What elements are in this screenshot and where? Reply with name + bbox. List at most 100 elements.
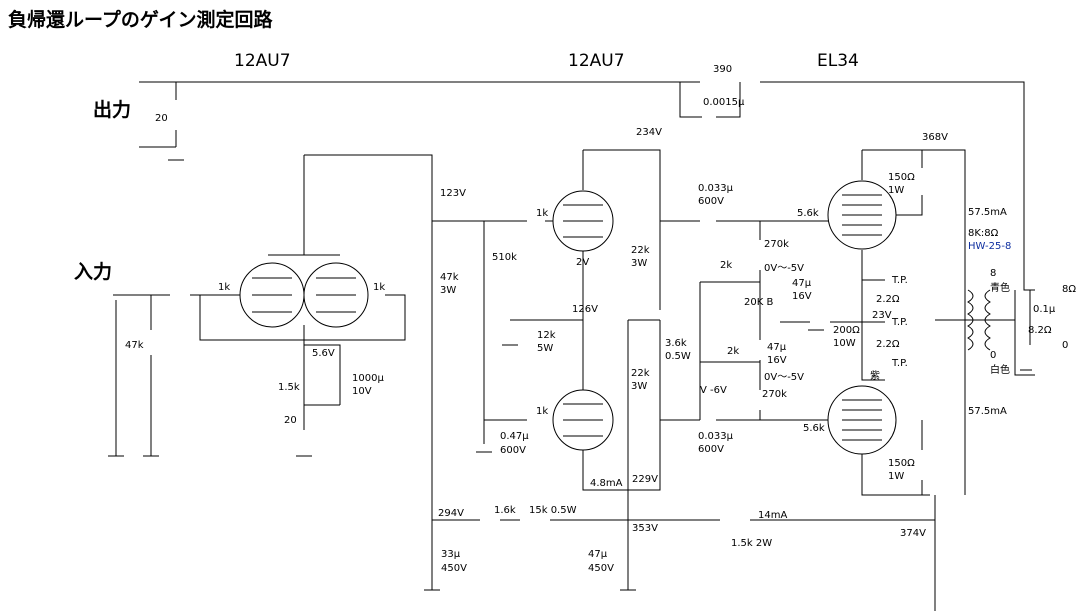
label-r150-b: 150Ω <box>888 458 915 469</box>
label-v23: 23V <box>872 310 892 321</box>
label-c47-b: 47μ <box>767 342 787 353</box>
label-r150-a: 150Ω <box>888 172 915 183</box>
output-transformer <box>967 289 991 351</box>
label-r12k: 12k <box>537 330 556 341</box>
label-bias-a: 0V～-5V <box>764 263 804 274</box>
label-r56k-b: 5.6k <box>803 423 825 434</box>
label-r56k-a: 5.6k <box>797 208 819 219</box>
label-v353: 353V <box>632 523 658 534</box>
label-c047: 0.47μ <box>500 431 529 442</box>
label-purple: 紫 <box>870 370 880 382</box>
label-v368: 368V <box>922 132 948 143</box>
label-tp-3: T.P. <box>891 358 908 369</box>
label-r36k: 3.6k <box>665 338 687 349</box>
ground-symbols <box>108 159 1032 591</box>
output-label: 出力 <box>93 98 131 121</box>
label-r2k-b: 2k <box>727 346 739 357</box>
label-r1k-b: 1k <box>536 406 548 417</box>
label-r12k-w: 5W <box>537 343 553 354</box>
diagram-title: 負帰還ループのゲイン測定回路 <box>8 8 273 31</box>
label-c47-a: 47μ <box>792 278 812 289</box>
label-v234: 234V <box>636 127 662 138</box>
component-labels: 390 0.0015μ 20 234V 368V 123V 0.033μ 600… <box>125 64 1076 574</box>
label-bias-b: 0V～-5V <box>764 372 804 383</box>
label-r15k-05: 15k 0.5W <box>529 505 577 516</box>
label-out-8: 8Ω <box>1062 284 1076 295</box>
label-i48: 4.8mA <box>590 478 623 489</box>
label-r22k-a: 22k <box>631 245 650 256</box>
label-r150-a-w: 1W <box>888 185 904 196</box>
label-r390: 390 <box>713 64 732 75</box>
label-white: 白色 <box>990 363 1010 376</box>
label-v229: 229V <box>632 474 658 485</box>
output-tube-EL34-lower <box>827 385 897 455</box>
label-r150-b-w: 1W <box>888 471 904 482</box>
label-r20-cath: 20 <box>284 415 297 426</box>
label-tap-0: 0 <box>990 350 996 361</box>
label-ot-model: HW-25-8 <box>968 241 1011 252</box>
label-r22k-b: 22k <box>631 368 650 379</box>
label-r47k-in: 47k <box>125 340 144 351</box>
label-r15k: 1.5k <box>278 382 300 393</box>
label-c0015: 0.0015μ <box>703 97 745 108</box>
label-c-coup-b: 0.033μ <box>698 431 734 442</box>
label-out-0: 0 <box>1062 340 1068 351</box>
label-ot-imp: 8K:8Ω <box>968 228 999 239</box>
label-c1000: 1000μ <box>352 373 384 384</box>
label-v126: 126V <box>572 304 598 315</box>
label-r270k-b: 270k <box>762 389 787 400</box>
label-r82: 8.2Ω <box>1028 325 1052 336</box>
label-r2k-a: 2k <box>720 260 732 271</box>
label-v123: 123V <box>440 188 466 199</box>
label-r20-out: 20 <box>155 113 168 124</box>
label-c47-b-v: 16V <box>767 355 787 366</box>
label-i14: 14mA <box>758 510 787 521</box>
label-r200-w: 10W <box>833 338 856 349</box>
label-i575-a: 57.5mA <box>968 207 1007 218</box>
label-v2: 2V <box>576 257 589 268</box>
label-c-coup-a-v: 600V <box>698 196 724 207</box>
label-r22k-b-w: 3W <box>631 381 647 392</box>
output-tube-EL34-upper <box>827 180 897 250</box>
input-label: 入力 <box>74 260 112 283</box>
label-vneg6: V -6V <box>700 385 727 396</box>
label-c47-a-v: 16V <box>792 291 812 302</box>
label-c33-v: 450V <box>441 563 467 574</box>
label-r47k-b-w: 3W <box>440 285 456 296</box>
label-r1k-in2: 1k <box>373 282 385 293</box>
label-r36k-w: 0.5W <box>665 351 691 362</box>
label-r270k-a: 270k <box>764 239 789 250</box>
label-v294: 294V <box>438 508 464 519</box>
label-c-coup-b-v: 600V <box>698 444 724 455</box>
label-r1k-a: 1k <box>536 208 548 219</box>
label-c33: 33μ <box>441 549 461 560</box>
label-r16k: 1.6k <box>494 505 516 516</box>
label-v374: 374V <box>900 528 926 539</box>
driver-tube-12AU7-upper <box>552 190 614 252</box>
label-r510k: 510k <box>492 252 517 263</box>
label-tp-1: T.P. <box>891 275 908 286</box>
tube-label-2: 12AU7 <box>568 51 625 71</box>
label-c1000-v: 10V <box>352 386 372 397</box>
label-c047-v: 600V <box>500 445 526 456</box>
label-c01: 0.1μ <box>1033 304 1056 315</box>
label-r20k-b: 20K B <box>744 297 773 308</box>
label-r22-b: 2.2Ω <box>876 339 900 350</box>
label-tp-2: T.P. <box>891 317 908 328</box>
label-r200: 200Ω <box>833 325 860 336</box>
label-i575-b: 57.5mA <box>968 406 1007 417</box>
wiring <box>113 81 1035 611</box>
label-r15k-2w: 1.5k 2W <box>731 538 772 549</box>
driver-tube-12AU7-lower <box>552 389 614 451</box>
label-r47k-b: 47k <box>440 272 459 283</box>
label-c47-p: 47μ <box>588 549 608 560</box>
label-tap-8: 8 <box>990 268 996 279</box>
tube-label-1: 12AU7 <box>234 51 291 71</box>
tube-label-3: EL34 <box>817 51 859 71</box>
label-blue: 青色 <box>990 281 1010 294</box>
label-c47-p-v: 450V <box>588 563 614 574</box>
input-tube-12AU7 <box>239 262 369 328</box>
label-v56: 5.6V <box>312 348 335 359</box>
label-c-coup-a: 0.033μ <box>698 183 734 194</box>
